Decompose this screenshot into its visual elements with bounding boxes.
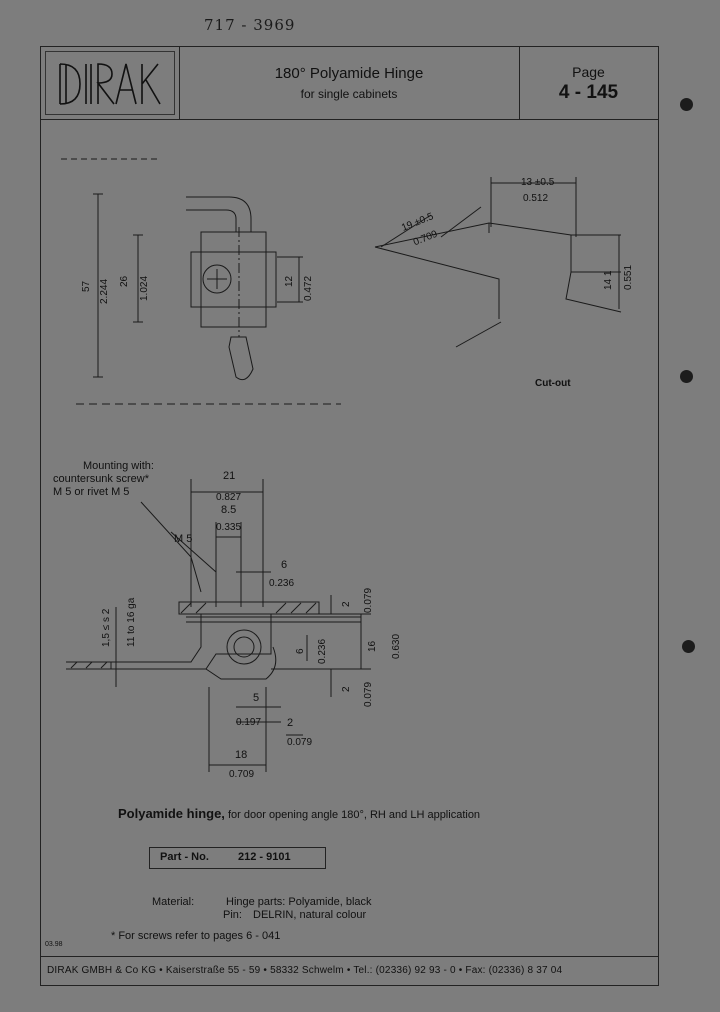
dim-0335: 0.335 (216, 522, 242, 533)
dim-13: 13 ±0.5 (521, 177, 555, 188)
document-title: 180° Polyamide Hinge (274, 65, 424, 82)
dim-gauge: 11 to 16 ga (126, 597, 137, 647)
dim-0512: 0.512 (523, 193, 549, 204)
cutout-label: Cut-out (535, 378, 571, 389)
dim-2244: 2.244 (99, 278, 110, 304)
pin-label: Pin: (223, 909, 242, 921)
dim-0630: 0.630 (391, 633, 402, 659)
dim-0079a: 0.079 (363, 587, 374, 613)
dim-1024: 1.024 (139, 275, 150, 301)
revision-date: 03.98 (45, 941, 63, 948)
mounting-note-line2: countersunk screw* (53, 473, 149, 485)
part-number-label: Part - No. (160, 851, 209, 863)
dim-57: 57 (81, 280, 92, 292)
dim-0472: 0.472 (303, 275, 314, 301)
handwritten-note: 717 - 3969 (204, 16, 296, 34)
mounting-note-line1: Mounting with: (83, 460, 154, 472)
screws-note: * For screws refer to pages 6 - 041 (111, 930, 281, 942)
binder-hole-top (680, 98, 693, 111)
m5-label: M 5 (174, 533, 193, 545)
description-bold: Polyamide hinge, (118, 806, 225, 821)
material-value: Hinge parts: Polyamide, black (226, 896, 372, 908)
mounting-note-line3: M 5 or rivet M 5 (53, 486, 130, 498)
page-label: Page (572, 64, 605, 80)
dim-0079c: 0.079 (287, 737, 313, 748)
footer: DIRAK GMBH & Co KG • Kaiserstraße 55 - 5… (41, 956, 658, 986)
footer-address: DIRAK GMBH & Co KG • Kaiserstraße 55 - 5… (47, 965, 563, 976)
material-label: Material: (152, 896, 195, 908)
dim-14: 14 1 (603, 270, 614, 290)
part-number-box: Part - No. 212 - 9101 (149, 847, 326, 869)
dim-2b: 2 (341, 686, 352, 692)
dim-18: 18 (235, 749, 248, 761)
dim-12: 12 (284, 275, 295, 287)
page-cell: Page 4 - 145 (519, 47, 658, 119)
dim-0197: 0.197 (236, 717, 262, 728)
dim-2c: 2 (287, 717, 294, 729)
dim-0551: 0.551 (623, 264, 634, 290)
binder-hole-middle (680, 370, 693, 383)
logo-graphic (59, 63, 161, 105)
dim-6b: 6 (295, 648, 306, 654)
header: 180° Polyamide Hinge for single cabinets… (41, 47, 658, 120)
dim-0827: 0.827 (216, 492, 242, 503)
pin-value: DELRIN, natural colour (253, 909, 367, 921)
dim-5: 5 (253, 692, 260, 704)
technical-drawing (61, 158, 622, 772)
part-number-value: 212 - 9101 (238, 851, 291, 863)
dim-0236b: 0.236 (317, 638, 328, 664)
dim-21: 21 (223, 470, 236, 482)
product-description: Polyamide hinge, for door opening angle … (118, 806, 480, 821)
binder-hole-lower (682, 640, 695, 653)
dim-16: 16 (367, 640, 378, 652)
document-subtitle: for single cabinets (300, 87, 398, 101)
dim-2a: 2 (341, 601, 352, 607)
dim-0709-section: 0.709 (229, 769, 255, 780)
dim-85: 8.5 (221, 504, 237, 516)
datasheet: 180° Polyamide Hinge for single cabinets… (40, 46, 659, 986)
dim-0079b: 0.079 (363, 681, 374, 707)
page-number: 4 - 145 (558, 82, 619, 103)
dim-0236a: 0.236 (269, 578, 295, 589)
dirak-logo (45, 51, 175, 115)
description-text: for door opening angle 180°, RH and LH a… (224, 809, 481, 821)
dim-6a: 6 (281, 559, 288, 571)
logo-cell (41, 47, 180, 119)
title-cell: 180° Polyamide Hinge for single cabinets (179, 47, 520, 119)
dim-26: 26 (119, 275, 130, 287)
dim-thickness: 1,5 ≤ s 2 (101, 608, 112, 647)
